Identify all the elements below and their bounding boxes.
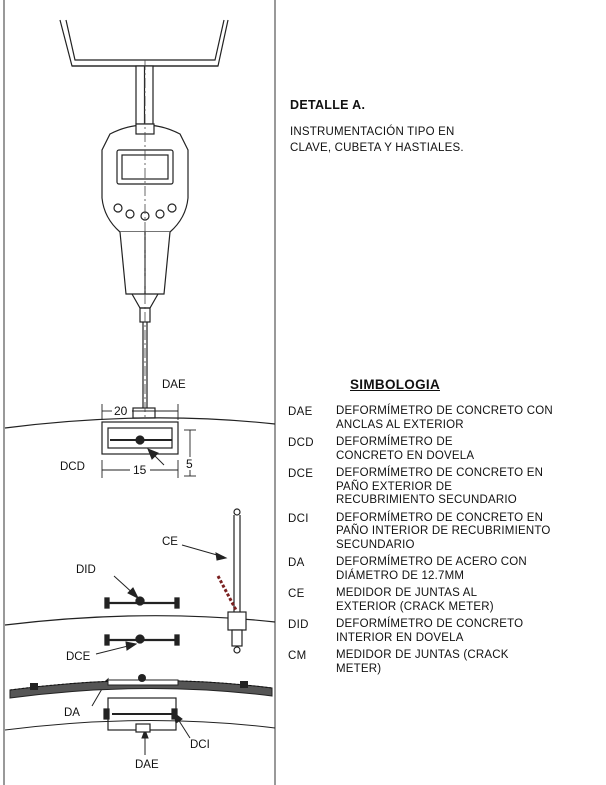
legend-description-line: DEFORMÍMETRO DE CONCRETO xyxy=(336,618,524,630)
label-dae-top: DAE xyxy=(162,379,186,391)
detail-description-line: CLAVE, CUBETA Y HASTIALES. xyxy=(290,142,464,154)
detail-description: INSTRUMENTACIÓN TIPO EN CLAVE, CUBETA Y … xyxy=(290,124,590,156)
da-steel-band xyxy=(9,674,273,699)
dce-bar xyxy=(104,634,180,646)
crack-meter-leader xyxy=(216,575,238,611)
legend-code: DA xyxy=(288,557,305,569)
label-dci: DCI xyxy=(190,739,210,751)
label-did: DID xyxy=(76,564,96,576)
detail-block: DETALLE A. INSTRUMENTACIÓN TIPO EN CLAVE… xyxy=(290,98,590,156)
inner-arc xyxy=(4,719,276,731)
crack-meter-instrument xyxy=(227,508,247,654)
legend-description-line: ANCLAS AL EXTERIOR xyxy=(336,418,464,431)
dial-gauge-tool xyxy=(59,19,229,419)
legend-description-line: DEFORMÍMETRO DE CONCRETO CON xyxy=(336,405,553,417)
detail-title: DETALLE A. xyxy=(290,98,366,112)
legend-description-line: MEDIDOR DE JUNTAS (CRACK xyxy=(336,649,509,661)
legend-description-line: METER) xyxy=(336,662,382,675)
legend-description-line: DIÁMETRO DE 12.7MM xyxy=(336,569,465,582)
legend-description-line: DEFORMÍMETRO DE CONCRETO EN xyxy=(336,467,544,479)
dim-5: 5 xyxy=(186,457,193,471)
legend-code: DCD xyxy=(288,437,314,449)
legend-code: CE xyxy=(288,588,305,600)
legend-description-line: MEDIDOR DE JUNTAS AL xyxy=(336,587,478,599)
legend-description-line: PAÑO EXTERIOR DE xyxy=(336,480,453,493)
label-dce: DCE xyxy=(66,651,91,663)
legend-description-line: DEFORMÍMETRO DE xyxy=(336,436,453,448)
label-ce: CE xyxy=(162,536,178,548)
legend-description-line: DEFORMÍMETRO DE ACERO CON xyxy=(336,556,527,568)
legend-description-line: EXTERIOR (CRACK METER) xyxy=(336,600,494,613)
dim-20: 20 xyxy=(114,404,128,418)
legend-code: DCE xyxy=(288,468,314,480)
detail-description-line: INSTRUMENTACIÓN TIPO EN xyxy=(290,126,455,138)
legend-code: DAE xyxy=(288,406,313,418)
legend-code: CM xyxy=(288,650,307,662)
legend-description-line: PAÑO INTERIOR DE RECUBRIMIENTO xyxy=(336,525,551,537)
legend-description-line: SECUNDARIO xyxy=(336,538,415,551)
label-dae-bottom: DAE xyxy=(135,759,159,771)
label-dcd: DCD xyxy=(60,461,85,473)
did-bar xyxy=(104,596,180,609)
legend-description-line: INTERIOR EN DOVELA xyxy=(336,631,464,644)
legend-description-line: RECUBRIMIENTO SECUNDARIO xyxy=(336,494,517,506)
legend-code: DID xyxy=(288,619,309,631)
dim-15: 15 xyxy=(133,463,147,477)
dimension-lines xyxy=(101,404,196,478)
legend-title: SIMBOLOGIA xyxy=(350,377,440,392)
label-da: DA xyxy=(64,707,80,719)
legend-code: DCI xyxy=(288,512,309,525)
legend-description-line: CONCRETO EN DOVELA xyxy=(336,449,475,462)
outer-lining-arc xyxy=(4,417,276,429)
dcd-box xyxy=(101,421,179,455)
dci-box xyxy=(103,697,178,733)
legend-description-line: DEFORMÍMETRO DE CONCRETO EN xyxy=(336,511,544,524)
